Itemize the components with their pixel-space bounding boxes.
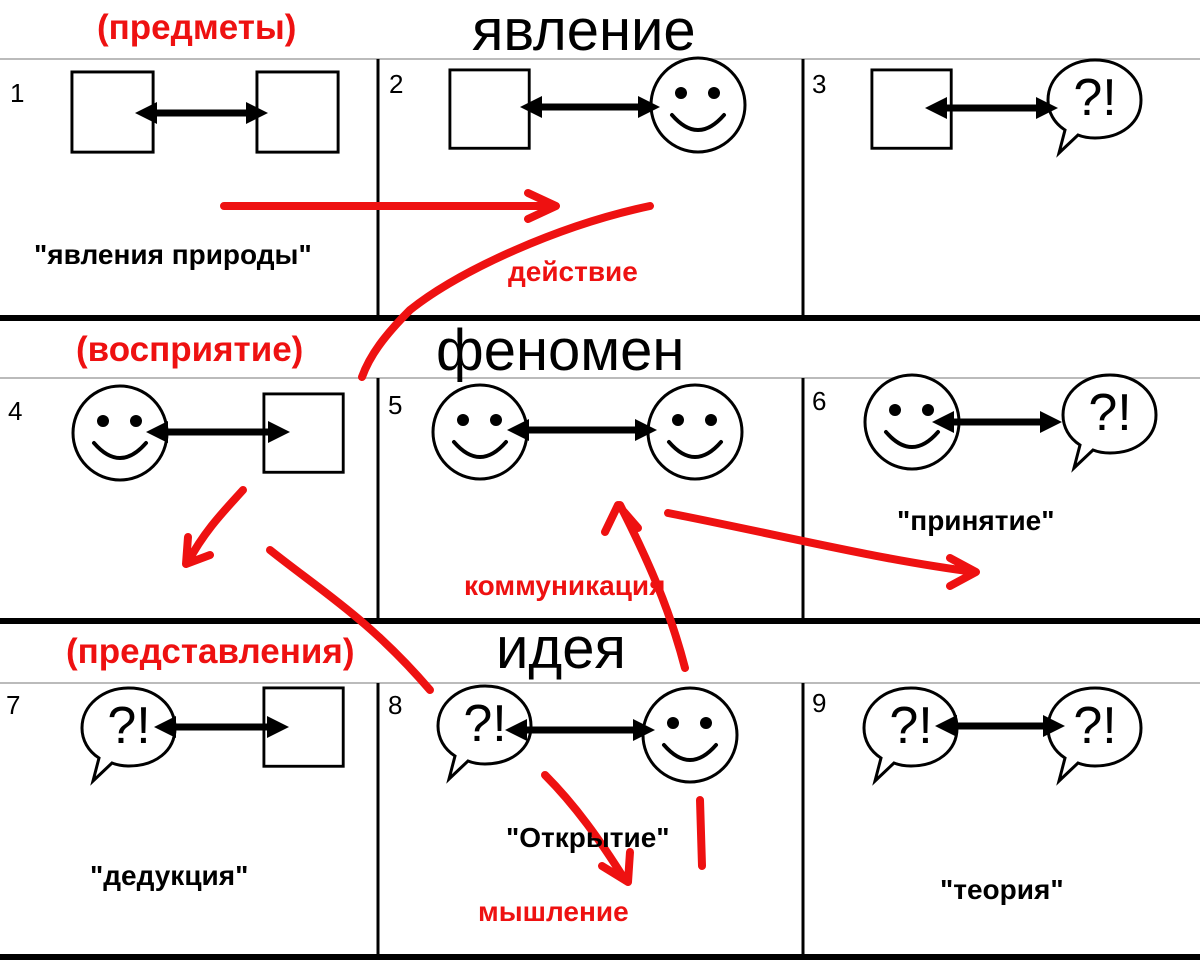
double-arrow-icon	[935, 715, 1065, 737]
cell-number-5: 5	[388, 390, 403, 420]
heading-fenomen: феномен	[436, 318, 685, 383]
cell-1-right-square-icon	[255, 70, 340, 154]
cell-5-right-smiley-icon	[646, 383, 744, 481]
cell-2-right-smiley-icon	[649, 56, 747, 154]
cell-8-right-smiley-icon	[641, 686, 739, 784]
annotation-deystvie: действие	[508, 256, 638, 287]
red-arrow-1-to-2	[220, 189, 560, 223]
bubble-text: ?!	[889, 697, 932, 755]
bubble-text: ?!	[1073, 697, 1116, 755]
grid-lines	[0, 58, 1200, 960]
red-stroke-2-to-4	[358, 202, 654, 381]
category-vospriyatie: (восприятие)	[76, 330, 304, 369]
category-predmety: (предметы)	[97, 8, 297, 47]
cell-2-left-square-icon	[448, 68, 531, 150]
caption-dedukciya: "дедукция"	[90, 860, 249, 891]
icons-layer: ?!?!?!?!?!?!	[70, 56, 1158, 784]
bubble-text: ?!	[1088, 384, 1131, 442]
bubble-text: ?!	[107, 697, 150, 755]
cell-number-2: 2	[389, 69, 404, 99]
cell-number-3: 3	[812, 69, 827, 99]
red-annotation-arrows	[182, 189, 980, 886]
heading-ideya: идея	[496, 616, 626, 681]
double-arrow-icon	[520, 96, 660, 118]
cell-number-4: 4	[8, 396, 23, 426]
cell-number-6: 6	[812, 386, 827, 416]
red-arrow-5-to-6	[664, 509, 980, 590]
caption-teoriya: "теория"	[940, 874, 1064, 905]
cell-number-1: 1	[10, 78, 25, 108]
red-arrow-8-to-5	[601, 501, 689, 672]
cell-number-9: 9	[812, 688, 827, 718]
heading-yavlenie: явление	[472, 0, 696, 63]
caption-yavleniya-prirody: "явления природы"	[34, 239, 312, 270]
red-arrow-4-down	[182, 486, 247, 568]
double-arrow-icon	[146, 421, 290, 443]
bubble-text: ?!	[1073, 69, 1116, 127]
bubble-text: ?!	[463, 695, 506, 753]
double-arrow-icon	[505, 719, 655, 741]
red-arrow-8-to-thinking	[541, 771, 634, 886]
cell-number-7: 7	[6, 690, 21, 720]
double-arrow-icon	[932, 411, 1062, 433]
annotation-myshlenie: мышление	[478, 896, 629, 927]
red-stroke-4-to-8	[266, 546, 434, 694]
caption-otkrytie: "Открытие"	[506, 822, 670, 853]
red-stroke-8-vertical	[696, 796, 706, 870]
double-arrow-icon	[507, 419, 657, 441]
annotation-kommunikaciya: коммуникация	[464, 570, 666, 601]
caption-prinyatie: "принятие"	[897, 505, 1055, 536]
double-arrow-icon	[135, 102, 268, 124]
double-arrow-icon	[154, 716, 289, 738]
cell-number-8: 8	[388, 690, 403, 720]
double-arrow-icon	[925, 97, 1058, 119]
category-predstavleniya: (представления)	[66, 632, 355, 671]
